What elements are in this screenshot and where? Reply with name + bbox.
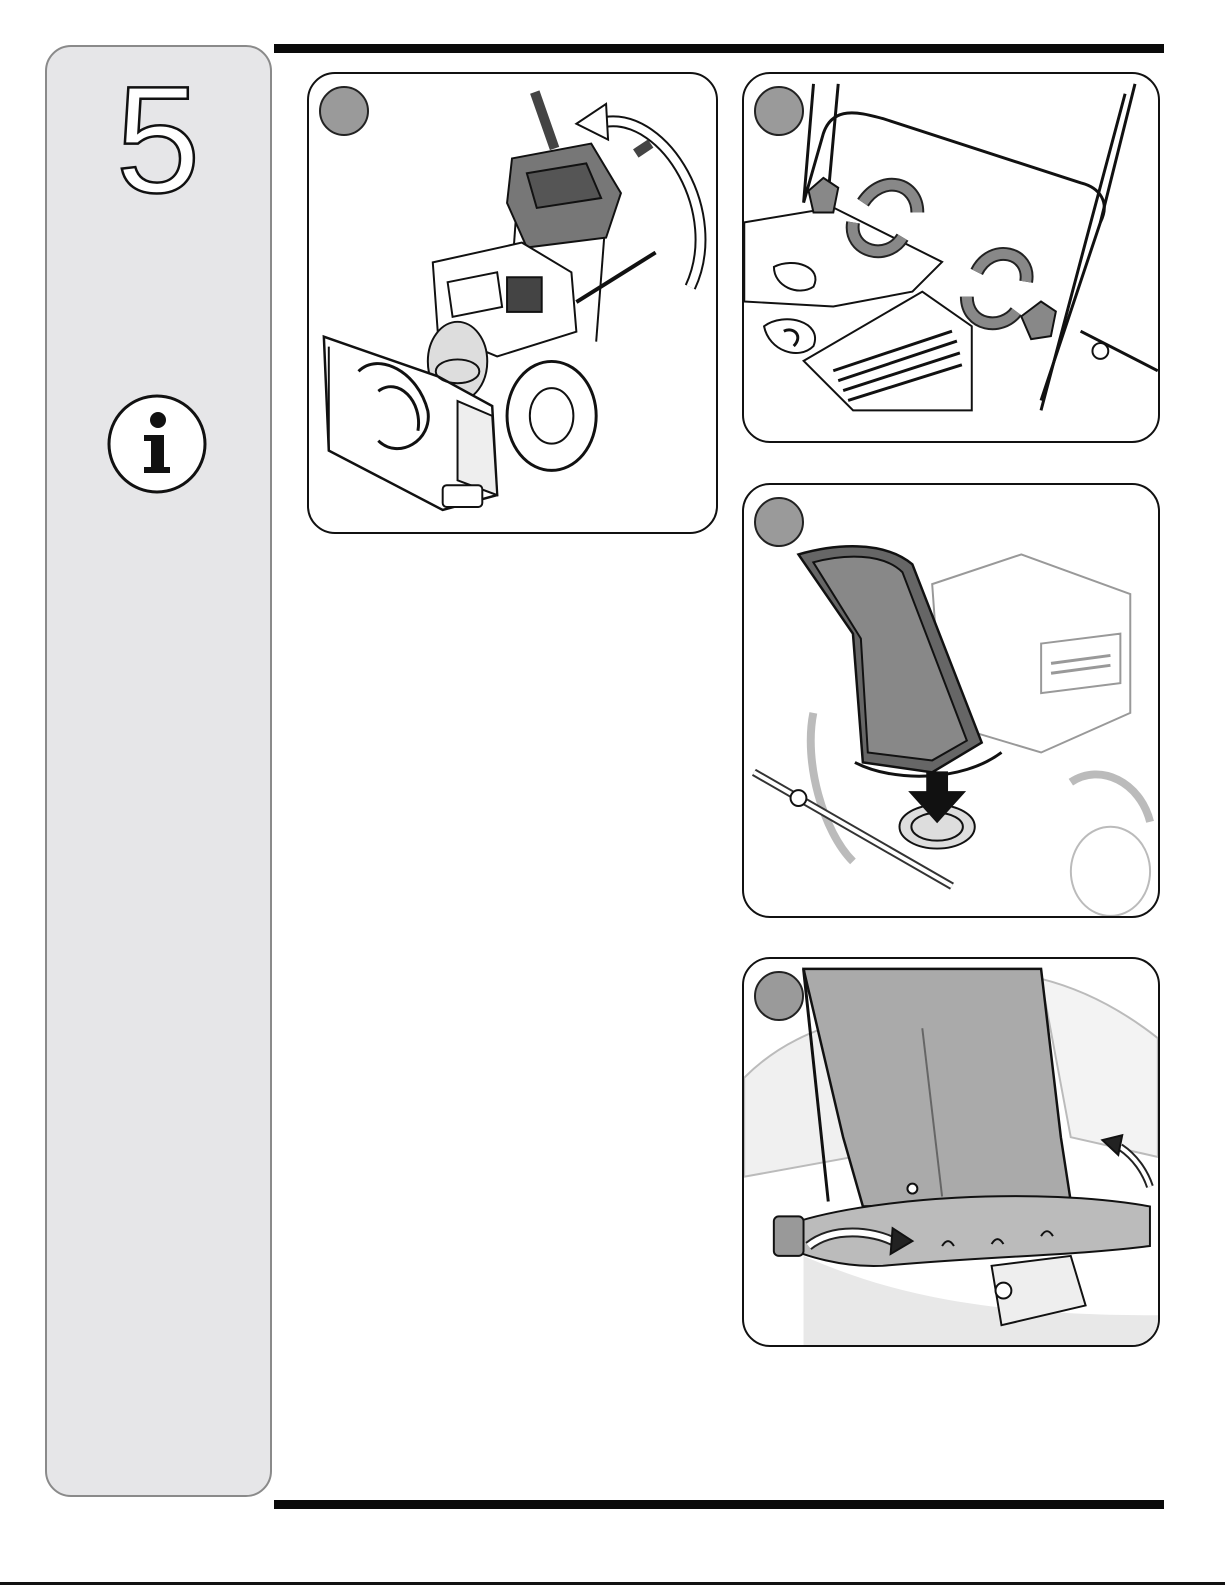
snow-blower-drawing xyxy=(309,74,716,532)
handle-knobs-drawing xyxy=(744,74,1158,441)
illustration-chute-install xyxy=(742,483,1160,918)
chute-install-drawing xyxy=(744,485,1158,916)
bottom-rule xyxy=(274,1500,1164,1509)
info-icon xyxy=(106,393,208,495)
illustration-chute-clip xyxy=(742,957,1160,1347)
step-badge xyxy=(754,86,804,136)
step-badge xyxy=(319,86,369,136)
chute-clip-drawing xyxy=(744,959,1158,1345)
illustration-handle-knobs xyxy=(742,72,1160,443)
step-badge xyxy=(754,497,804,547)
step-badge xyxy=(754,971,804,1021)
illustration-snow-blower xyxy=(307,72,718,534)
top-rule xyxy=(274,44,1164,53)
sidebar-panel xyxy=(45,45,272,1497)
step-number: 5 xyxy=(108,64,208,216)
